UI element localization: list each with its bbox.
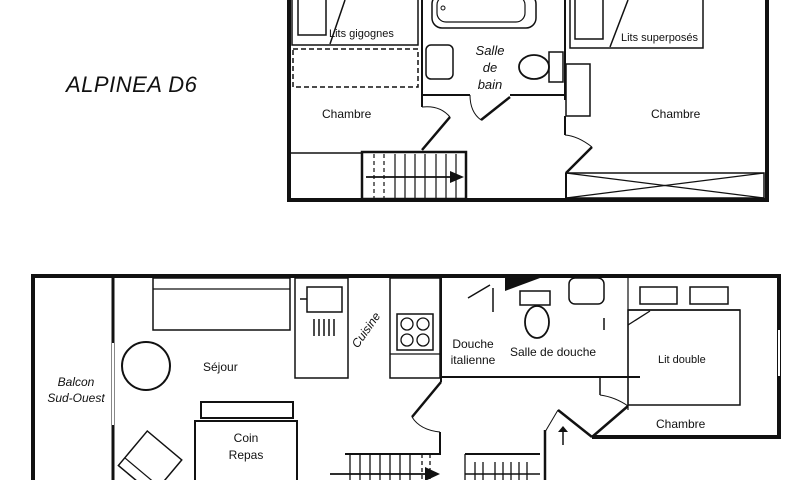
label-bedroom-left: Chambre bbox=[322, 107, 372, 121]
hob bbox=[396, 313, 434, 351]
bedroom-door bbox=[591, 405, 629, 438]
staircase-upper bbox=[360, 150, 468, 201]
label-line: italienne bbox=[450, 353, 496, 367]
dining-table bbox=[194, 420, 298, 480]
bedroom-right-door bbox=[565, 146, 593, 174]
entry-arrow-icon bbox=[558, 426, 568, 432]
label-dining: Coin Repas bbox=[222, 430, 270, 464]
arrow-icon bbox=[450, 171, 464, 183]
armchair bbox=[117, 429, 183, 480]
arrow-icon bbox=[425, 467, 440, 480]
round-table bbox=[121, 341, 171, 391]
label-living-room: Séjour bbox=[203, 360, 238, 374]
upper-floor-plan bbox=[287, 0, 769, 202]
toilet bbox=[518, 54, 550, 80]
label-line: de bbox=[482, 60, 498, 75]
staircase-lower bbox=[330, 453, 540, 480]
living-door bbox=[411, 381, 442, 418]
label-line: Sud-Ouest bbox=[47, 391, 105, 405]
toilet bbox=[524, 305, 550, 339]
label-line: Repas bbox=[228, 448, 264, 462]
closet bbox=[565, 172, 765, 199]
bathroom-door bbox=[480, 96, 511, 121]
trundle-bed bbox=[291, 0, 419, 46]
label-double-bed: Lit double bbox=[658, 354, 706, 366]
label-bathroom: Salle de bain bbox=[472, 42, 508, 93]
label-line: bain bbox=[477, 77, 503, 92]
bench bbox=[200, 401, 294, 419]
bathtub bbox=[431, 0, 537, 29]
sofa bbox=[152, 277, 291, 331]
lower-floor-plan bbox=[31, 274, 781, 480]
sink bbox=[568, 277, 605, 305]
label-line: Balcon bbox=[57, 375, 95, 389]
label-line: Salle bbox=[475, 43, 505, 58]
label-shower: Douche italienne bbox=[444, 336, 502, 368]
sink bbox=[425, 44, 454, 80]
page-title: ALPINEA D6 bbox=[66, 72, 198, 97]
label-shower-room: Salle de douche bbox=[510, 345, 597, 359]
fridge-unit bbox=[294, 277, 349, 379]
label-line: Coin bbox=[233, 431, 259, 445]
label-line: Douche bbox=[452, 337, 494, 351]
label-bedroom-right: Chambre bbox=[651, 107, 701, 121]
cabinet bbox=[565, 63, 591, 117]
label-bunk-bed: Lits superposés bbox=[621, 32, 699, 44]
label-balcony: Balcon Sud-Ouest bbox=[38, 374, 114, 406]
bedroom-left-door bbox=[421, 116, 451, 151]
label-trundle-bed: Lits gigognes bbox=[329, 28, 394, 40]
bunk-bed bbox=[569, 0, 704, 49]
label-bedroom: Chambre bbox=[656, 417, 706, 431]
